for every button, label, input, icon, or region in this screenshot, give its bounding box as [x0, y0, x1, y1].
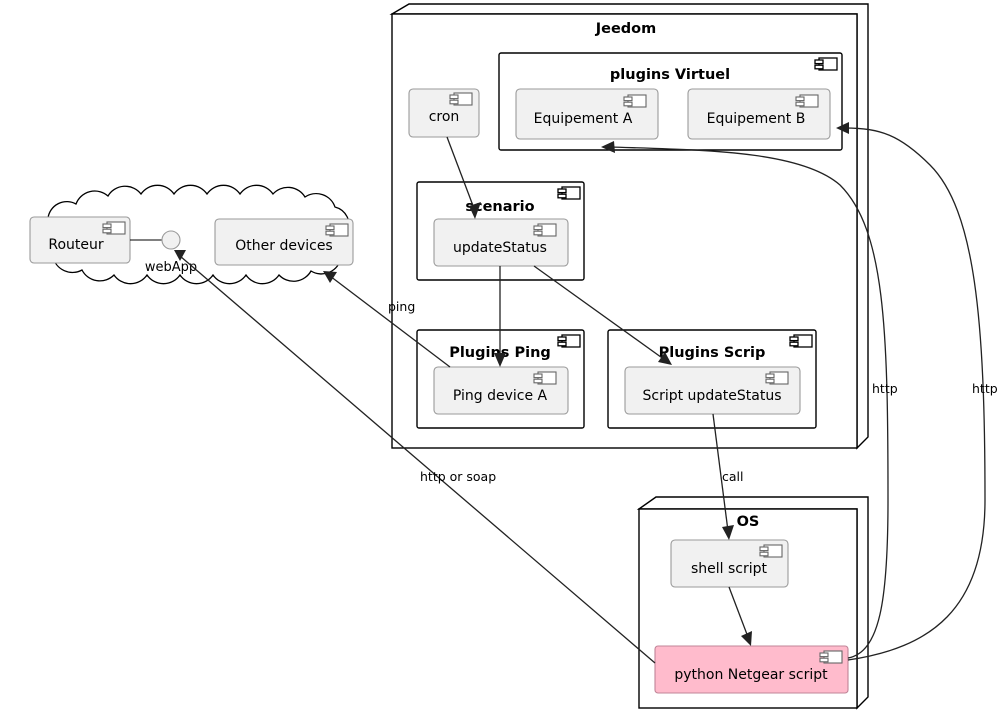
arrowhead — [836, 122, 849, 134]
edge-script-update-status-to-shell-script: call — [712, 413, 743, 540]
component-icon — [623, 94, 647, 108]
component-icon — [814, 57, 838, 71]
component-cron[interactable]: cron — [408, 88, 480, 138]
component-shell-script[interactable]: shell script — [670, 539, 789, 588]
component-icon — [533, 371, 557, 385]
interface-webapp[interactable]: webApp — [130, 230, 197, 275]
component-script-update-status-box[interactable] — [624, 366, 801, 415]
component-other-devices-box[interactable] — [214, 218, 354, 266]
edge-label-http-1: http — [872, 381, 898, 396]
component-ping-device-a-label: Ping device A — [453, 388, 548, 404]
arrowhead — [469, 202, 481, 219]
component-script-update-status[interactable]: Script updateStatus — [624, 366, 801, 415]
component-equipement-b-label: Equipement B — [707, 111, 806, 127]
interface-webapp-label: webApp — [145, 260, 197, 275]
node-os: OS shell script python Netgear script — [636, 496, 869, 710]
component-icon — [533, 223, 557, 237]
arrowhead — [601, 141, 615, 153]
edge-update-status-to-ping-device-a — [494, 266, 506, 367]
component-python-netgear-script-label: python Netgear script — [674, 667, 828, 683]
component-routeur[interactable]: Routeur — [29, 216, 131, 264]
edge-label-http-or-soap: http or soap — [420, 469, 496, 484]
arrowhead — [741, 631, 752, 646]
component-python-netgear-script[interactable]: python Netgear script — [654, 645, 849, 694]
component-icon — [557, 334, 581, 348]
component-equipement-b[interactable]: Equipement B — [687, 88, 831, 140]
package-scenario: scenario updateStatus — [416, 181, 585, 281]
edge-python-netgear-script-to-equipement-b: http — [836, 122, 998, 661]
package-plugins-scrip: Plugins Scrip Script updateStatus — [607, 329, 817, 429]
edge-label-http-2: http — [972, 381, 998, 396]
component-ping-device-a[interactable]: Ping device A — [433, 366, 569, 415]
component-shell-script-label: shell script — [691, 561, 768, 577]
edge-ping-device-a-to-other-devices: ping — [323, 271, 451, 368]
component-cron-label: cron — [429, 109, 460, 125]
component-script-update-status-label: Script updateStatus — [643, 388, 782, 404]
component-icon — [449, 92, 473, 106]
package-scenario-title: scenario — [465, 199, 534, 215]
edge-label-call: call — [722, 469, 743, 484]
component-other-devices[interactable]: Other devices — [214, 218, 354, 266]
edge-shell-script-to-python-netgear-script — [728, 586, 752, 646]
arrowhead — [658, 352, 672, 365]
package-plugins-virtuel-title: plugins Virtuel — [610, 67, 730, 83]
component-icon — [325, 223, 349, 237]
component-update-status-label: updateStatus — [453, 240, 547, 256]
edge-cron-to-update-status — [446, 136, 481, 219]
node-jeedom-title: Jeedom — [595, 21, 657, 37]
interface-webapp-socket[interactable] — [161, 230, 181, 250]
component-equipement-b-box[interactable] — [687, 88, 831, 140]
component-equipement-a-label: Equipement A — [534, 111, 633, 127]
component-icon — [765, 371, 789, 385]
package-plugins-virtuel: plugins Virtuel Equipement A Equipement … — [498, 52, 843, 151]
component-icon — [102, 221, 126, 235]
component-icon — [789, 334, 813, 348]
component-icon — [819, 650, 843, 664]
component-other-devices-label: Other devices — [235, 238, 332, 254]
arrowhead — [722, 525, 734, 540]
component-icon — [759, 544, 783, 558]
component-equipement-a-box[interactable] — [515, 88, 659, 140]
component-icon — [795, 94, 819, 108]
package-plugins-scrip-title: Plugins Scrip — [659, 345, 766, 361]
edge-python-netgear-script-to-equipement-a: http — [601, 141, 898, 659]
component-update-status[interactable]: updateStatus — [433, 218, 569, 267]
component-icon — [557, 186, 581, 200]
package-plugins-ping: Plugins Ping Ping device A — [416, 329, 585, 429]
edge-update-status-to-script-update-status — [533, 265, 672, 365]
node-os-title: OS — [737, 514, 760, 530]
edge-label-ping: ping — [388, 299, 415, 314]
arrowhead — [494, 353, 506, 367]
component-routeur-label: Routeur — [48, 237, 104, 253]
arrowhead — [323, 271, 337, 283]
component-equipement-a[interactable]: Equipement A — [515, 88, 659, 140]
edge-python-netgear-script-to-webapp: http or soap — [174, 250, 656, 664]
component-python-netgear-script-box[interactable] — [654, 645, 849, 694]
network-cloud: Routeur webApp Other devices — [29, 184, 354, 285]
arrowhead — [174, 250, 186, 261]
